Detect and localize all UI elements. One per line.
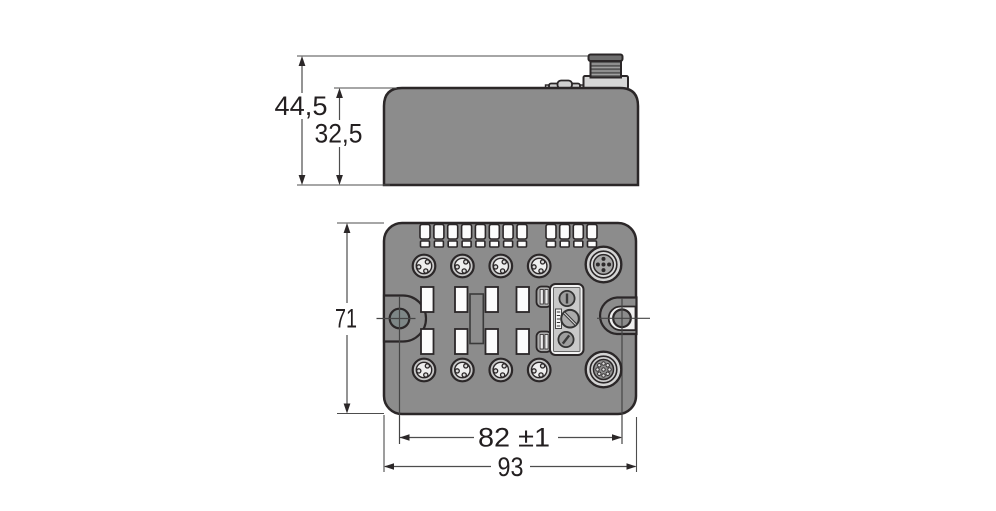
led-window — [460, 223, 473, 248]
mounting-ear-left — [376, 294, 428, 343]
label-window — [454, 286, 469, 313]
m8-port-7 — [488, 357, 514, 383]
dim-total-width: 93 — [383, 415, 638, 482]
m8-port-8 — [526, 357, 552, 383]
center-label-plate — [469, 293, 485, 345]
dim-body-height: 32,5 — [315, 87, 397, 185]
label-window — [515, 328, 530, 355]
led-window — [558, 223, 571, 248]
connector-thread — [587, 53, 624, 79]
label-windows — [420, 286, 530, 355]
side-view: 44,5 32,5 — [275, 53, 640, 187]
dim-total-height: 44,5 — [275, 55, 588, 186]
led-window — [545, 223, 557, 248]
led-window — [446, 223, 459, 248]
dim-label-depth: 71 — [335, 304, 357, 334]
led-window — [586, 223, 598, 248]
led-window — [419, 223, 431, 248]
led-window — [474, 223, 487, 248]
led-window — [516, 223, 528, 248]
label-window — [484, 328, 499, 355]
rotary-switch-bottom — [557, 330, 575, 348]
mounting-ear-right — [597, 296, 650, 336]
label-window — [484, 286, 499, 313]
m8-port-1 — [411, 253, 437, 279]
label-window — [454, 328, 469, 355]
m8-port-2 — [450, 253, 475, 279]
label-window — [420, 328, 435, 355]
led-window — [488, 223, 501, 248]
dim-label-body-height: 32,5 — [315, 119, 363, 149]
label-window — [515, 286, 530, 313]
m8-port-5 — [411, 357, 437, 383]
m8-port-6 — [450, 357, 475, 383]
led-window — [502, 223, 514, 248]
set-screw — [560, 308, 580, 329]
face-view: 71 82 ±1 93 — [335, 221, 650, 482]
m8-port-4 — [526, 253, 552, 279]
led-window — [572, 223, 585, 248]
m12-connector-side — [582, 53, 629, 90]
housing-side — [382, 86, 640, 187]
m12-port-top — [584, 245, 623, 284]
dim-label-mounting-spacing: 82 ±1 — [478, 423, 550, 453]
dim-mounting-spacing: 82 ±1 — [399, 423, 622, 453]
rotary-switch-top — [558, 289, 576, 307]
dim-depth: 71 — [335, 222, 384, 415]
m12-port-bottom — [584, 350, 623, 389]
address-switch-panel — [535, 283, 585, 356]
label-window — [420, 286, 435, 313]
m8-port-3 — [488, 253, 514, 279]
dim-label-total-height: 44,5 — [275, 91, 328, 121]
dim-label-total-width: 93 — [498, 452, 524, 482]
led-window — [433, 223, 445, 248]
